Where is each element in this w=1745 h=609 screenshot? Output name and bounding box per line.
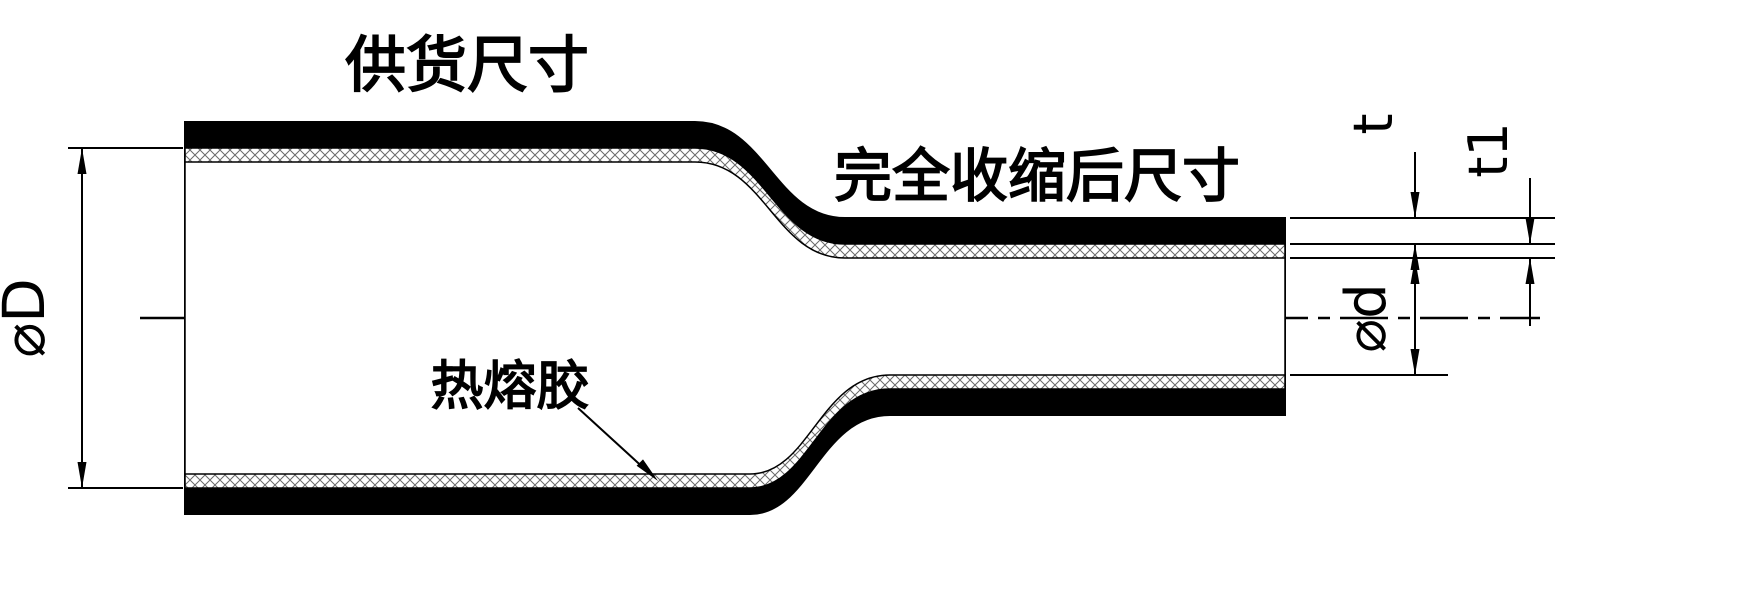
dimension-arrow: [77, 462, 87, 488]
dimension-arrow: [1410, 192, 1420, 218]
wall-thickness-label: t: [1342, 113, 1405, 134]
hot-melt-adhesive-callout: 热熔胶: [431, 357, 658, 481]
leader-line: [577, 407, 649, 473]
tube-inner-cavity: [184, 161, 1286, 475]
inner-diameter-label: ⌀d: [1334, 283, 1399, 352]
dimension-inner-diameter: ⌀d: [1334, 258, 1420, 375]
dimension-wall-thickness: t: [1342, 113, 1420, 300]
hot-melt-adhesive-label: 热熔胶: [431, 357, 590, 416]
dimension-outer-diameter: ⌀D: [0, 147, 183, 489]
fully-shrunk-size-label: 完全收缩后尺寸: [834, 144, 1240, 209]
outer-diameter-label: ⌀D: [0, 278, 58, 358]
dimension-adhesive-thickness: t1: [1457, 122, 1535, 326]
supply-size-label: 供货尺寸: [345, 31, 589, 99]
dimension-arrow: [1410, 244, 1420, 270]
dimension-arrow: [77, 148, 87, 174]
dimension-arrow: [1410, 258, 1420, 284]
dimension-arrow: [1525, 218, 1535, 244]
right-extension-lines: [1290, 217, 1555, 376]
tube-body: [184, 121, 1286, 515]
leader-arrow: [636, 459, 658, 481]
adhesive-thickness-label: t1: [1457, 122, 1520, 178]
dimension-arrow: [1410, 349, 1420, 375]
dimension-arrow: [1525, 258, 1535, 284]
